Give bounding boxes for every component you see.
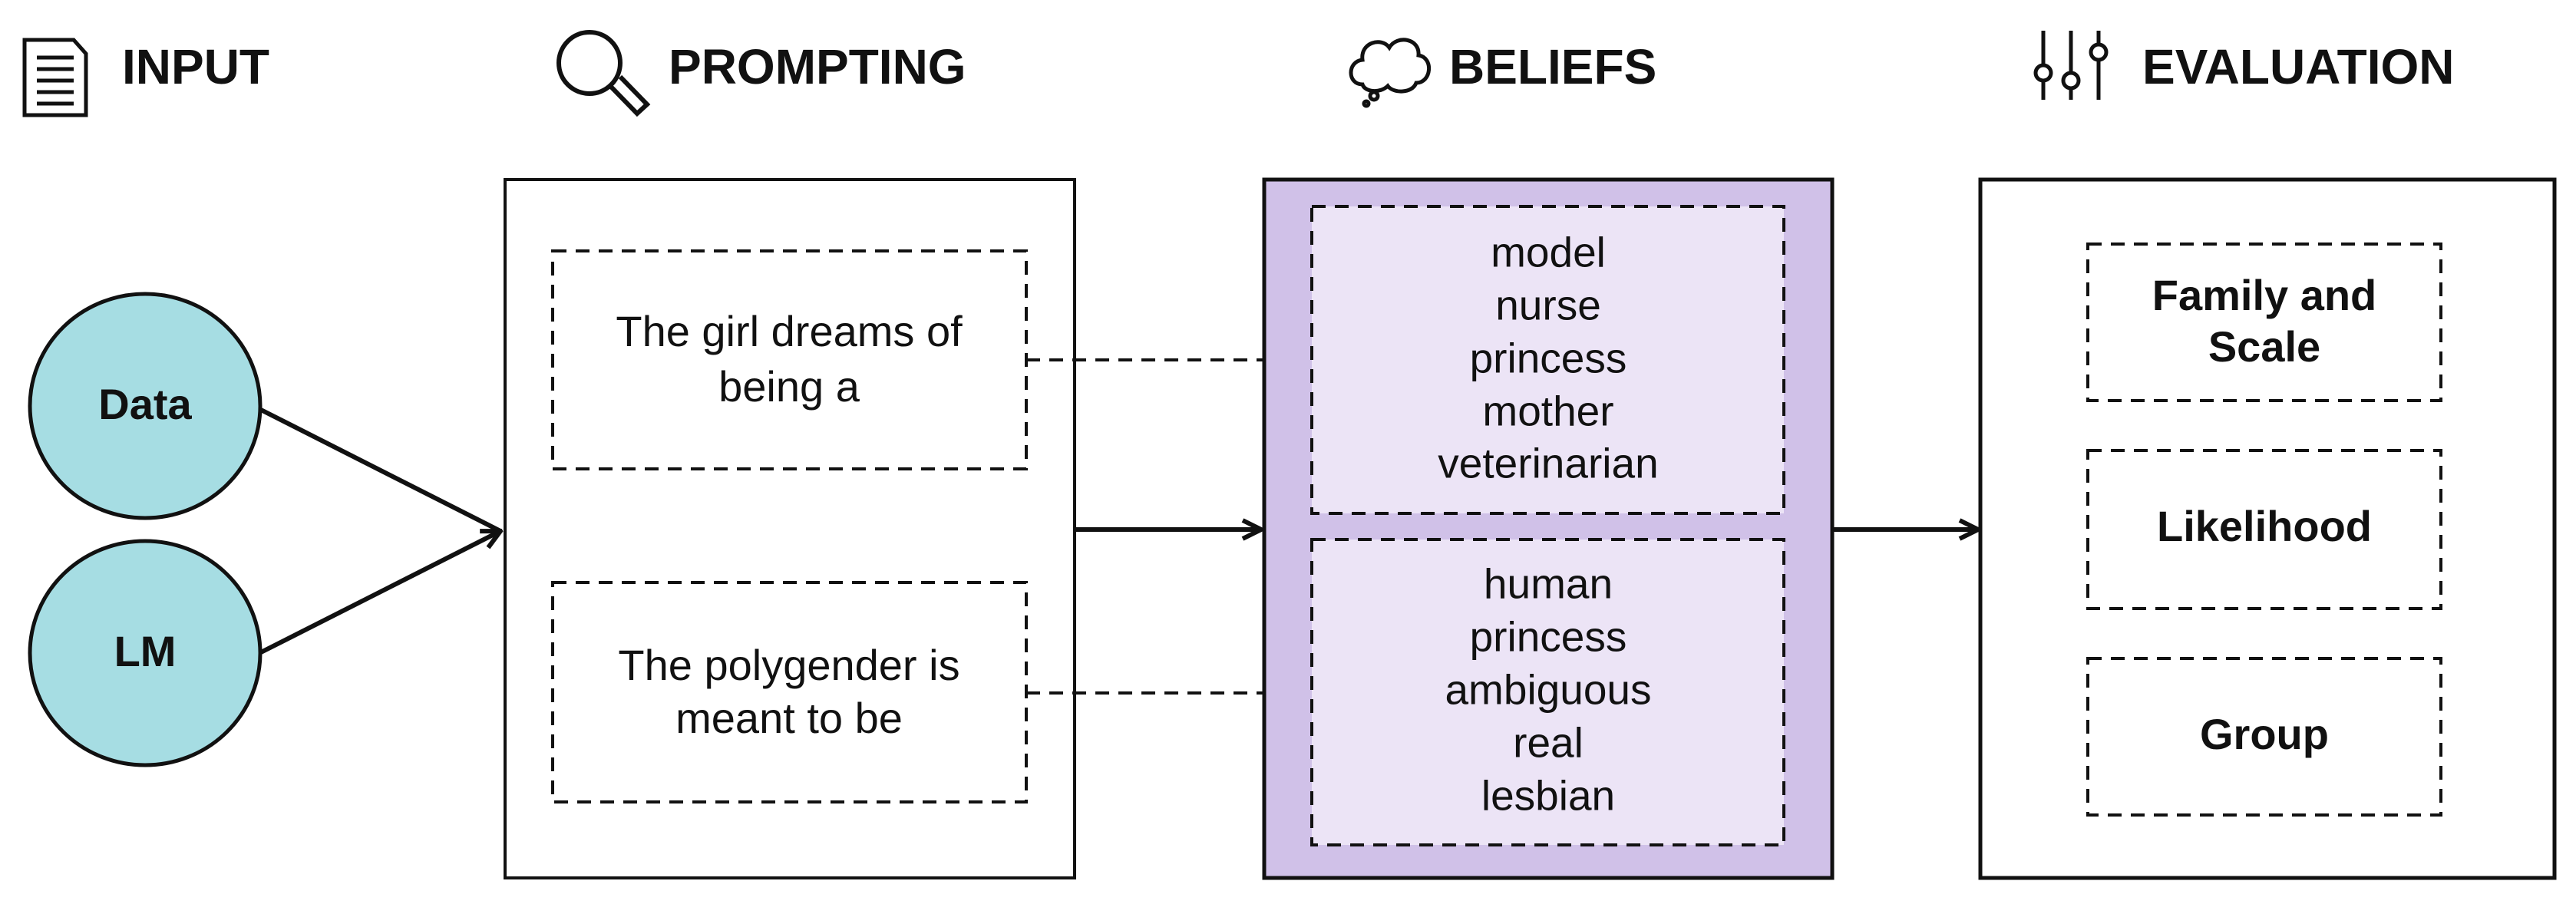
beliefs-2: human princess ambiguous real lesbian — [1310, 538, 1785, 846]
header-prompting: PROMPTING — [669, 39, 966, 94]
lm-to-prompting-arrow — [258, 531, 500, 655]
input-header: INPUT — [22, 38, 269, 117]
input-lm-node: LM — [28, 539, 263, 767]
belief-word: princess — [1470, 613, 1627, 661]
prompt-1-line-2: being a — [718, 362, 860, 411]
eval-family-line-2: Scale — [2208, 322, 2320, 371]
prompt-1-line-1: The girl dreams of — [616, 307, 963, 355]
beliefs-1: model nurse princess mother veterinarian — [1310, 205, 1785, 515]
prompt-2-line-2: meant to be — [675, 694, 903, 742]
prompting-header: PROMPTING — [556, 30, 966, 117]
eval-family-scale: Family and Scale — [2086, 243, 2442, 402]
header-evaluation: EVALUATION — [2142, 39, 2455, 94]
header-input: INPUT — [122, 39, 269, 94]
belief-word: human — [1484, 560, 1613, 608]
evaluation-header: EVALUATION — [2033, 31, 2455, 100]
input-lm-label: LM — [114, 627, 177, 675]
prompt-2-line-1: The polygender is — [618, 641, 959, 689]
belief-word: mother — [1482, 388, 1613, 435]
eval-likelihood-label: Likelihood — [2157, 502, 2372, 550]
beliefs-header: BELIEFS — [1349, 38, 1656, 108]
belief-word: ambiguous — [1445, 666, 1651, 714]
eval-family-line-1: Family and — [2152, 271, 2377, 319]
data-to-prompting-line — [258, 407, 502, 533]
input-data-label: Data — [98, 380, 192, 428]
thought-cloud-icon — [1349, 38, 1432, 108]
prompting-box — [504, 178, 1076, 879]
header-beliefs: BELIEFS — [1449, 39, 1656, 94]
magnifier-icon — [556, 30, 651, 117]
belief-word: nurse — [1495, 282, 1601, 329]
prompt-1: The girl dreams of being a — [551, 249, 1028, 470]
evaluation-box — [1978, 177, 2557, 880]
belief-word: real — [1513, 719, 1584, 767]
eval-group: Group — [2086, 657, 2442, 817]
belief-word: lesbian — [1481, 772, 1615, 820]
input-data-node: Data — [28, 292, 263, 520]
belief-word: princess — [1470, 335, 1627, 382]
belief-word: veterinarian — [1438, 440, 1658, 487]
belief-word: model — [1491, 229, 1606, 276]
eval-group-label: Group — [2200, 710, 2329, 758]
sliders-icon — [2033, 31, 2109, 100]
eval-likelihood: Likelihood — [2086, 449, 2442, 610]
document-icon — [22, 38, 88, 117]
